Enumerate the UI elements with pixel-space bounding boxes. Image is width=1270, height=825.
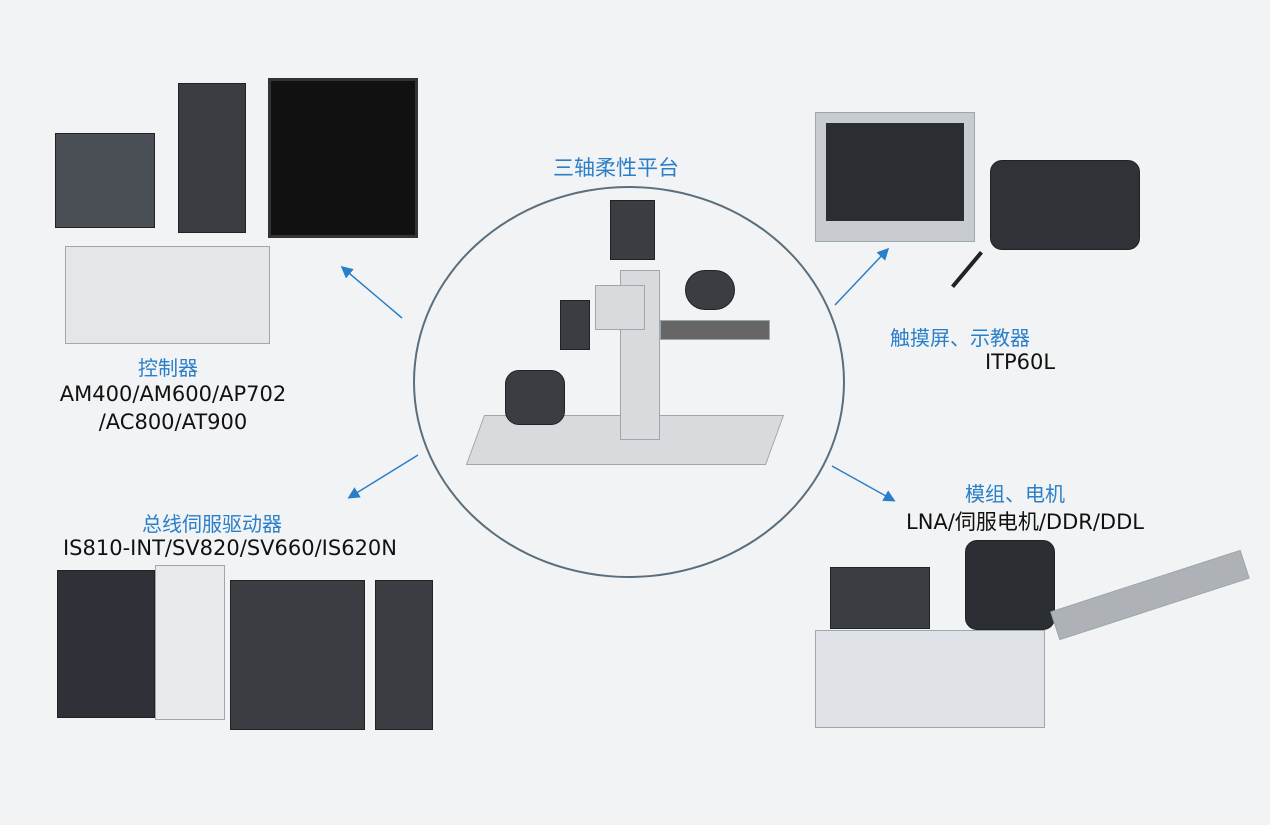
servo-title: 总线伺服驱动器 <box>142 512 282 536</box>
three-axis-platform-image <box>465 200 785 510</box>
hmi-models: ITP60L <box>984 350 1056 374</box>
motor-module-images <box>810 535 1260 730</box>
controller-models-line1: AM400/AM600/AP702 <box>59 382 287 406</box>
controller-title: 控制器 <box>138 356 198 380</box>
hmi-title: 触摸屏、示教器 <box>890 326 1030 350</box>
controller-models-line2: /AC800/AT900 <box>98 410 248 434</box>
motor-title: 模组、电机 <box>965 482 1065 506</box>
motor-models: LNA/伺服电机/DDR/DDL <box>906 510 1144 534</box>
center-title: 三轴柔性平台 <box>553 156 679 180</box>
center-circle <box>413 186 845 578</box>
servo-models: IS810-INT/SV820/SV660/IS620N <box>62 536 397 560</box>
hmi-images <box>815 112 1145 289</box>
servo-drive-images <box>55 565 435 735</box>
controller-images <box>50 78 425 348</box>
